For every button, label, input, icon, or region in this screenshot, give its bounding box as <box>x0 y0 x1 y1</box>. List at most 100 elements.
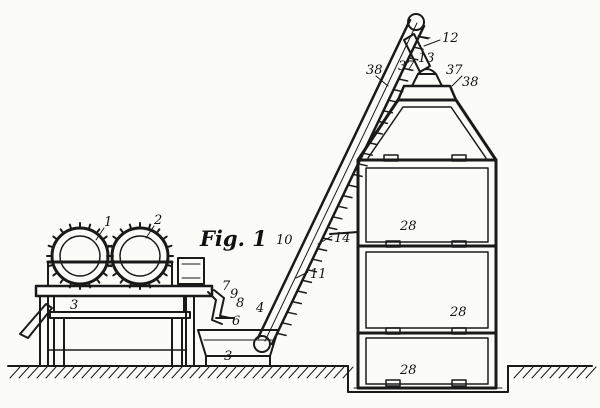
hatch-stroke <box>45 366 57 379</box>
drum-tooth <box>147 223 152 231</box>
hatch-stroke <box>306 366 318 379</box>
label-13: 13 <box>418 51 435 66</box>
hatch-stroke <box>513 366 525 379</box>
drum-tooth <box>101 235 108 241</box>
hatch-stroke <box>558 366 570 379</box>
elevator-flight <box>332 216 343 220</box>
elevator-flight <box>367 141 379 146</box>
drum-tooth <box>155 228 161 235</box>
drum-tooth <box>112 271 119 277</box>
elevator-flight <box>402 67 414 72</box>
hatch-stroke <box>297 366 309 379</box>
drum-tooth <box>47 263 55 268</box>
hatch-stroke <box>162 366 174 379</box>
hatch-stroke <box>540 366 552 379</box>
hatch-stroke <box>279 366 291 379</box>
hatch-stroke <box>54 366 66 379</box>
label-12: 12 <box>442 31 459 46</box>
drum-tooth <box>52 235 59 241</box>
elevator-flight <box>311 258 323 262</box>
label-37b: 37 <box>446 63 463 78</box>
elevator-flight <box>276 332 287 337</box>
hatch-stroke <box>225 366 237 379</box>
drum-tooth <box>95 277 101 284</box>
label-37a: 37 <box>398 59 415 74</box>
elevator-flight <box>377 120 389 125</box>
drum-tooth <box>107 263 115 268</box>
label-6: 6 <box>232 314 240 329</box>
label-28a: 28 <box>399 219 417 234</box>
hatch-stroke <box>63 366 75 379</box>
hatch-stroke <box>81 366 93 379</box>
hatch-stroke <box>90 366 102 379</box>
elevator-flight <box>316 247 328 252</box>
elevator-flight <box>296 290 308 294</box>
elevator-flight <box>352 173 363 178</box>
hatch-stroke <box>531 366 543 379</box>
hatch-stroke <box>198 366 210 379</box>
hatch-stroke <box>288 366 300 379</box>
storage-building <box>356 68 498 390</box>
hatch-stroke <box>216 366 228 379</box>
label-4: 4 <box>255 301 264 316</box>
hatch-stroke <box>171 366 183 379</box>
hatch-stroke <box>135 366 147 379</box>
elevator-flight <box>387 99 399 103</box>
elevator-flight <box>306 269 318 273</box>
drum-tooth <box>112 235 119 241</box>
hatch-stroke <box>576 366 588 379</box>
drum-tooth <box>52 271 59 277</box>
elevator-flight <box>382 110 394 114</box>
hatch-stroke <box>126 366 138 379</box>
label-9: 9 <box>230 287 238 302</box>
hatch-stroke <box>72 366 84 379</box>
receiving-hopper <box>197 329 279 367</box>
figure-title: Fig. 1 <box>199 226 267 251</box>
motor <box>177 257 205 285</box>
hatch-stroke <box>585 366 597 379</box>
hatch-stroke <box>108 366 120 379</box>
drum-tooth <box>47 244 55 249</box>
hatch-stroke <box>549 366 561 379</box>
drum-tooth <box>165 244 173 249</box>
label-7: 7 <box>222 279 231 294</box>
drum-2 <box>106 222 174 290</box>
floor-sockets <box>383 154 467 387</box>
elevator-flight <box>326 226 338 231</box>
elevator-flight <box>362 152 373 156</box>
drum-tooth <box>161 271 168 277</box>
drum-tooth <box>119 277 125 284</box>
hatch-stroke <box>117 366 129 379</box>
hatch-stroke <box>324 366 336 379</box>
drum-tooth <box>155 277 161 284</box>
elevator-flight <box>337 205 348 209</box>
elevator-flight <box>357 163 368 167</box>
elevator-flight <box>281 322 292 326</box>
hatch-stroke <box>36 366 48 379</box>
label-3: 3 <box>70 298 78 313</box>
label-38a: 38 <box>366 63 383 78</box>
drum-tooth <box>87 281 92 289</box>
label-3b: 3 <box>224 349 232 364</box>
hatch-stroke <box>144 366 156 379</box>
machine-table <box>19 284 214 367</box>
elevator-flight <box>286 311 297 315</box>
hatch-stroke <box>270 366 282 379</box>
drum-tooth <box>119 228 125 235</box>
hatch-stroke <box>567 366 579 379</box>
elevator-flight <box>301 279 313 284</box>
elevator-flight <box>291 300 303 305</box>
hatch-stroke <box>261 366 273 379</box>
drum-tooth <box>101 271 108 277</box>
drum-frame <box>46 260 174 287</box>
elevator-flight <box>392 88 404 93</box>
hatch-stroke <box>27 366 39 379</box>
drum-tooth <box>161 235 168 241</box>
label-28b: 28 <box>449 305 467 320</box>
hatch-stroke <box>99 366 111 379</box>
label-14: 14 <box>334 231 351 246</box>
hatch-stroke <box>207 366 219 379</box>
drum-tooth <box>87 223 92 231</box>
